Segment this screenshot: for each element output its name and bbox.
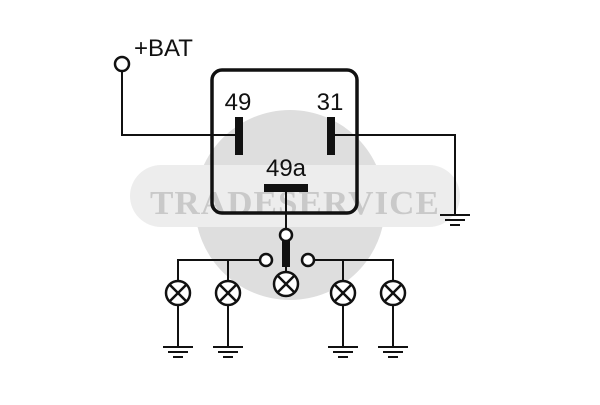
- ground-symbol-icon: [440, 214, 470, 226]
- left-bus-wire: [177, 259, 260, 281]
- switch-contact-right-icon: [300, 252, 316, 268]
- lamp-left-outer-icon: [164, 279, 192, 307]
- terminal-49a-contact: [264, 184, 308, 192]
- lamp-right-outer-icon: [379, 279, 407, 307]
- pilot-lamp-icon: [272, 270, 300, 298]
- battery-terminal-icon: [113, 55, 131, 73]
- terminal-49-label: 49: [225, 89, 252, 116]
- lamp-left-inner-icon: [214, 279, 242, 307]
- switch-lever: [282, 241, 290, 267]
- relay-box: [210, 68, 359, 215]
- terminal-49a-label: 49a: [266, 155, 307, 182]
- ground-symbol-icon: [213, 346, 243, 358]
- watermark: TRADESERVICE: [130, 110, 460, 300]
- lamp-right-inner-icon: [329, 279, 357, 307]
- ground-symbol-icon: [163, 346, 193, 358]
- battery-label: +BAT: [134, 35, 193, 62]
- switch-pivot-icon: [278, 227, 294, 243]
- battery-supply: +BAT: [113, 35, 239, 136]
- terminal-31-label: 31: [317, 89, 344, 116]
- ground-symbol-icon: [328, 346, 358, 358]
- ground-wire-31: [331, 134, 456, 215]
- right-bus-wire: [314, 259, 394, 281]
- switch-contact-left-icon: [258, 252, 274, 268]
- ground-symbol-icon: [378, 346, 408, 358]
- battery-wire: [121, 71, 239, 136]
